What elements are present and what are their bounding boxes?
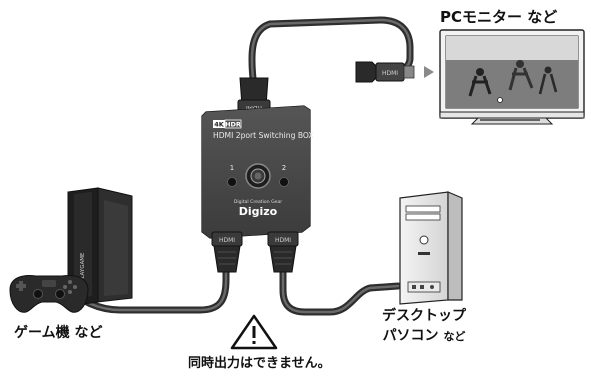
port1-indicator-label: 1 bbox=[230, 164, 234, 172]
power-button-icon bbox=[419, 235, 429, 245]
arrow-to-monitor-icon bbox=[424, 66, 434, 78]
port1-led bbox=[227, 177, 237, 187]
warning-text: 同時出力はできません。 bbox=[188, 356, 331, 371]
desktop-pc bbox=[399, 191, 463, 305]
hdr-badge bbox=[224, 119, 242, 129]
monitor bbox=[439, 29, 585, 125]
model-text: HDMI 2port Switching BOX bbox=[213, 131, 314, 140]
cable-from-pc bbox=[279, 264, 402, 316]
player-figure bbox=[516, 60, 524, 68]
brand-logo: Digizo bbox=[239, 205, 278, 218]
touchpad-icon bbox=[42, 280, 56, 287]
ball-icon bbox=[497, 97, 503, 103]
desktop-pc-label-line1: デスクトップ bbox=[382, 308, 466, 324]
desktop-pc-label: デスクトップ パソコン など bbox=[382, 306, 466, 347]
input1-connector-label: HDMI bbox=[219, 237, 235, 244]
drive-bay bbox=[405, 205, 441, 213]
right-stick-icon bbox=[55, 289, 65, 299]
face-button-icon bbox=[63, 285, 67, 289]
4k-badge bbox=[213, 120, 225, 128]
switch-box: 4K HDR HDMI 2port Switching BOX 1 2 Digi… bbox=[201, 105, 314, 239]
face-button-icon bbox=[73, 285, 77, 289]
console-side-text: PLAYGAME bbox=[80, 252, 86, 282]
switch-input1-connector: HDMI bbox=[211, 231, 243, 273]
hdr-badge-text: HDR bbox=[225, 121, 241, 129]
player-figure bbox=[476, 68, 484, 76]
face-button-icon bbox=[68, 290, 72, 294]
warning-icon bbox=[230, 314, 278, 350]
drive-bay bbox=[405, 213, 441, 221]
output-connector-label: HDMI bbox=[246, 104, 262, 111]
left-stick-icon bbox=[33, 289, 43, 299]
monitor-hdmi-plug: HDMI bbox=[355, 61, 415, 83]
game-console-label: ゲーム機 など bbox=[14, 325, 103, 341]
switch-input2-connector: HDMI bbox=[267, 231, 299, 273]
desktop-pc-label-small: など bbox=[443, 330, 466, 343]
face-button-icon bbox=[68, 280, 72, 284]
desktop-pc-label-line2: パソコン など bbox=[382, 326, 466, 347]
port2-indicator-label: 2 bbox=[282, 164, 286, 172]
game-controller bbox=[9, 275, 89, 313]
monitor-connector-label: HDMI bbox=[382, 70, 398, 77]
player-figure bbox=[544, 66, 552, 74]
desktop-pc-label-main: パソコン bbox=[382, 328, 439, 344]
port2-led bbox=[279, 177, 289, 187]
input2-connector-label: HDMI bbox=[275, 237, 291, 244]
brand-tagline: Digital Creation Gear bbox=[234, 199, 282, 205]
4k-badge-text: 4K bbox=[214, 121, 225, 129]
monitor-label: PCモニター など bbox=[440, 8, 558, 26]
